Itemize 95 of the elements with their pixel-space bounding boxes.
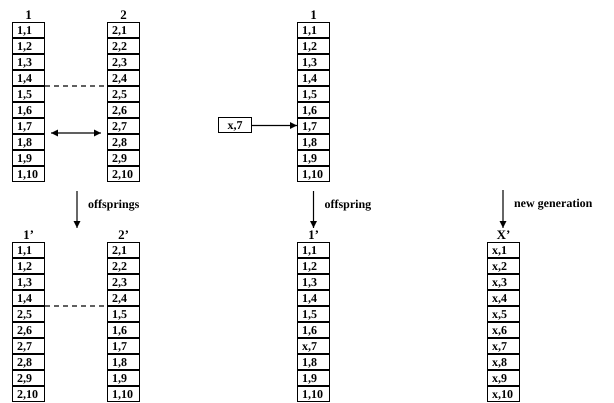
gene-cell: 1,1 <box>297 242 330 258</box>
gene-cell: x,1 <box>487 242 520 258</box>
gene-cell: 2,8 <box>12 354 45 370</box>
gene-cell: 1,10 <box>107 386 140 402</box>
gene-cell: 1,1 <box>297 22 330 38</box>
gene-cell: 1,10 <box>12 166 45 182</box>
gene-cell: 1,8 <box>297 354 330 370</box>
gene-cell: 2,10 <box>107 166 140 182</box>
gene-cell: 2,5 <box>107 86 140 102</box>
gene-cell: 1,5 <box>107 306 140 322</box>
gene-cell: 1,9 <box>297 150 330 166</box>
chromosome-column <box>107 228 140 402</box>
chromosome-column <box>297 8 330 182</box>
gene-cell: 1,9 <box>297 370 330 386</box>
gene-cell: 1,9 <box>107 370 140 386</box>
gene-cell: 1,6 <box>297 322 330 338</box>
gene-cell: 2,1 <box>107 242 140 258</box>
gene-cell: 1,8 <box>12 134 45 150</box>
arrow <box>74 191 80 228</box>
gene-box: x,7 <box>218 117 252 133</box>
chromosome-column <box>12 8 45 182</box>
gene-cell: 2,10 <box>12 386 45 402</box>
column-heading: 1’ <box>307 228 320 242</box>
gene-cell: 1,5 <box>297 306 330 322</box>
chromosome-column <box>487 228 520 402</box>
gene-cell: x,8 <box>487 354 520 370</box>
gene-cell: x,10 <box>487 386 520 402</box>
gene-cell: x,3 <box>487 274 520 290</box>
gene-cell: 1,4 <box>297 290 330 306</box>
gene-cell: 1,9 <box>12 150 45 166</box>
edge-label: offsprings <box>88 198 140 210</box>
column-heading: 1 <box>24 8 33 22</box>
crossover-line <box>45 85 107 87</box>
gene-cell: 1,6 <box>297 102 330 118</box>
column-heading: X’ <box>496 228 512 242</box>
gene-cell: 1,4 <box>12 290 45 306</box>
chromosome-column <box>12 228 45 402</box>
gene-cell: 1,2 <box>12 38 45 54</box>
gene-cell: 2,6 <box>107 102 140 118</box>
edge-label: offspring <box>324 198 372 210</box>
gene-cell: 1,10 <box>297 166 330 182</box>
gene-cell: 1,5 <box>12 86 45 102</box>
column-heading: 2’ <box>117 228 130 242</box>
arrow <box>500 190 506 228</box>
gene-cell: 1,3 <box>297 54 330 70</box>
gene-cell: 2,3 <box>107 54 140 70</box>
gene-cell: 1,3 <box>12 274 45 290</box>
gene-cell: x,7 <box>487 338 520 354</box>
gene-cell: 1,6 <box>12 102 45 118</box>
gene-cell: 2,8 <box>107 134 140 150</box>
gene-cell: x,2 <box>487 258 520 274</box>
gene-cell: x,9 <box>487 370 520 386</box>
gene-cell: 1,5 <box>297 86 330 102</box>
gene-cell: x,5 <box>487 306 520 322</box>
chromosome-column <box>297 228 330 402</box>
gene-cell: 1,1 <box>12 22 45 38</box>
arrow <box>252 122 297 129</box>
gene-cell: 2,7 <box>12 338 45 354</box>
column-heading: 1’ <box>22 228 35 242</box>
gene-cell: 1,10 <box>297 386 330 402</box>
gene-cell: 2,7 <box>107 118 140 134</box>
gene-cell: 1,2 <box>297 38 330 54</box>
arrow <box>310 191 317 228</box>
arrow <box>51 130 101 136</box>
gene-cell: x,4 <box>487 290 520 306</box>
gene-cell: 2,3 <box>107 274 140 290</box>
gene-cell: 1,7 <box>12 118 45 134</box>
gene-cell: 1,7 <box>107 338 140 354</box>
gene-cell: 1,4 <box>297 70 330 86</box>
gene-cell: 2,4 <box>107 290 140 306</box>
gene-cell: 2,1 <box>107 22 140 38</box>
gene-cell: 2,2 <box>107 258 140 274</box>
gene-cell: 2,6 <box>12 322 45 338</box>
edge-label: new generation <box>514 197 592 210</box>
gene-cell: 1,4 <box>12 70 45 86</box>
crossover-line <box>45 305 107 307</box>
gene-cell: 1,2 <box>297 258 330 274</box>
chromosome-column <box>107 8 140 182</box>
column-heading: 1 <box>309 8 318 22</box>
column-heading: 2 <box>119 8 128 22</box>
gene-cell: x,6 <box>487 322 520 338</box>
gene-cell: 1,3 <box>297 274 330 290</box>
gene-cell: 1,8 <box>297 134 330 150</box>
gene-cell: 1,8 <box>107 354 140 370</box>
gene-cell: 2,4 <box>107 70 140 86</box>
gene-cell: 2,5 <box>12 306 45 322</box>
gene-cell: 2,9 <box>107 150 140 166</box>
gene-cell: 2,2 <box>107 38 140 54</box>
gene-cell: 1,7 <box>297 118 330 134</box>
gene-cell: x,7 <box>297 338 330 354</box>
gene-cell: 1,6 <box>107 322 140 338</box>
gene-cell: 2,9 <box>12 370 45 386</box>
gene-cell: 1,2 <box>12 258 45 274</box>
gene-cell: 1,1 <box>12 242 45 258</box>
gene-cell: 1,3 <box>12 54 45 70</box>
